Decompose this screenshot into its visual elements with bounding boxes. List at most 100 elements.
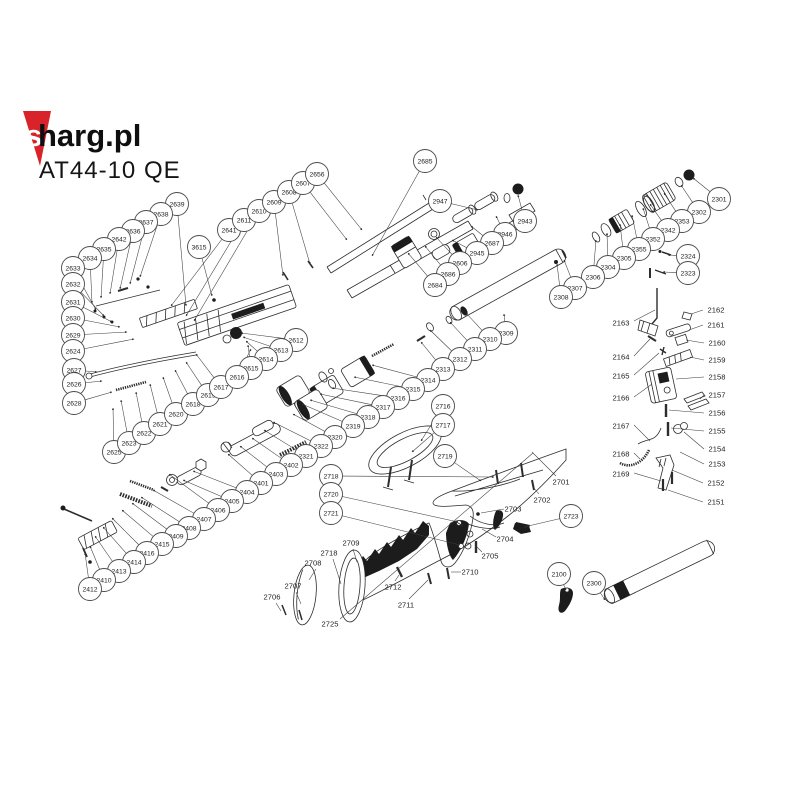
part-number-2656: 2656 bbox=[309, 171, 324, 178]
part-number-2629: 2629 bbox=[65, 332, 80, 339]
part-callout-circle-2319 bbox=[341, 414, 365, 438]
leader-line-2157 bbox=[699, 394, 705, 400]
leader-line-2312 bbox=[429, 329, 452, 352]
leader-line-2624 bbox=[84, 338, 135, 350]
part-number-2624: 2624 bbox=[65, 348, 80, 355]
part-number-2704: 2704 bbox=[497, 535, 514, 544]
leader-line-2684 bbox=[407, 252, 428, 277]
leader-line-2158 bbox=[675, 376, 705, 380]
leader-line-2100 bbox=[563, 584, 567, 591]
leader-line-2301 bbox=[692, 177, 711, 192]
part-callout-circle-2412 bbox=[78, 577, 102, 601]
part-number-2319: 2319 bbox=[345, 423, 360, 430]
leader-line-2719 bbox=[454, 462, 482, 482]
part-number-2314: 2314 bbox=[420, 377, 435, 384]
part-number-2622: 2622 bbox=[136, 430, 151, 437]
piston-cap-drawing bbox=[390, 235, 422, 269]
leader-line-2946 bbox=[495, 215, 501, 224]
part-number-2627: 2627 bbox=[66, 367, 81, 374]
part-callout-circle-2323 bbox=[676, 261, 700, 285]
part-number-2708: 2708 bbox=[305, 559, 322, 568]
part-number-2619: 2619 bbox=[200, 392, 215, 399]
leader-line-2156 bbox=[668, 409, 705, 414]
part-number-2717: 2717 bbox=[435, 422, 450, 429]
leader-line-2403 bbox=[239, 445, 268, 468]
logo-text: harg.pl bbox=[38, 118, 141, 153]
part-number-2723: 2723 bbox=[563, 513, 578, 520]
part-callout-circle-2721 bbox=[319, 501, 343, 525]
leader-line-2317 bbox=[319, 393, 372, 405]
part-number-2412: 2412 bbox=[82, 586, 97, 593]
part-number-2310: 2310 bbox=[482, 336, 497, 343]
leader-line-2703 bbox=[480, 508, 505, 514]
leader-line-2723 bbox=[523, 518, 560, 528]
leader-line-2167 bbox=[633, 424, 651, 442]
leader-line-2306 bbox=[593, 239, 597, 266]
leader-line-2943 bbox=[517, 194, 523, 210]
leader-line-2705 bbox=[476, 546, 483, 553]
part-number-2611: 2611 bbox=[237, 217, 252, 224]
part-number-2623: 2623 bbox=[121, 440, 136, 447]
leader-line-2606 bbox=[435, 236, 453, 255]
part-number-2307: 2307 bbox=[567, 285, 582, 292]
leader-line-2169 bbox=[633, 472, 662, 482]
part-number-2720: 2720 bbox=[323, 491, 338, 498]
part-callout-circle-2100 bbox=[547, 562, 571, 586]
part-number-2407: 2407 bbox=[196, 516, 211, 523]
part-number-2155: 2155 bbox=[709, 427, 726, 436]
part-number-2703: 2703 bbox=[505, 505, 522, 514]
leader-line-2401 bbox=[227, 453, 253, 476]
part-number-2305: 2305 bbox=[616, 255, 631, 262]
part-number-2607: 2607 bbox=[295, 180, 310, 187]
leader-line-2154 bbox=[683, 431, 705, 450]
part-number-2405: 2405 bbox=[224, 498, 239, 505]
part-number-2409: 2409 bbox=[168, 533, 183, 540]
leader-line-2718 bbox=[342, 475, 495, 479]
part-number-2414: 2414 bbox=[126, 559, 141, 566]
part-number-2630: 2630 bbox=[65, 315, 80, 322]
probe-tube-drawing bbox=[220, 419, 307, 457]
leader-line-2355 bbox=[631, 214, 637, 238]
leader-line-2612 bbox=[240, 332, 285, 339]
cocking-arm-drawing bbox=[85, 277, 216, 392]
part-number-2163: 2163 bbox=[613, 319, 630, 328]
part-number-2716: 2716 bbox=[435, 403, 450, 410]
leader-line-2622 bbox=[135, 391, 143, 422]
part-number-2166: 2166 bbox=[613, 394, 630, 403]
leader-line-2617 bbox=[195, 353, 215, 378]
leader-line-2623 bbox=[120, 399, 128, 432]
leader-line-2413 bbox=[94, 535, 113, 562]
part-number-2606: 2606 bbox=[452, 260, 467, 267]
part-number-2301: 2301 bbox=[711, 196, 726, 203]
leader-line-2630 bbox=[84, 319, 121, 328]
part-number-2167: 2167 bbox=[613, 422, 630, 431]
part-number-2404: 2404 bbox=[239, 489, 254, 496]
part-number-2635: 2635 bbox=[96, 246, 111, 253]
part-number-2718: 2718 bbox=[321, 549, 338, 558]
sharg-logo: s harg.pl AT44-10 QE bbox=[23, 111, 180, 184]
part-number-2718: 2718 bbox=[323, 473, 338, 480]
leader-line-2639 bbox=[177, 215, 187, 307]
part-number-2316: 2316 bbox=[390, 395, 405, 402]
part-number-2151: 2151 bbox=[708, 498, 725, 507]
leader-line-2709 bbox=[352, 548, 358, 563]
part-number-2626: 2626 bbox=[66, 381, 81, 388]
part-number-2620: 2620 bbox=[168, 411, 183, 418]
part-number-2702: 2702 bbox=[534, 496, 551, 505]
leader-line-2629 bbox=[84, 331, 128, 335]
part-number-2165: 2165 bbox=[613, 372, 630, 381]
part-number-2153: 2153 bbox=[709, 460, 726, 469]
leader-line-2720 bbox=[342, 496, 459, 523]
part-number-2308: 2308 bbox=[553, 294, 568, 301]
part-number-2403: 2403 bbox=[268, 471, 283, 478]
part-number-2152: 2152 bbox=[708, 479, 725, 488]
part-callout-circle-2616 bbox=[225, 365, 249, 389]
leader-line-2626 bbox=[85, 380, 103, 384]
part-number-2638: 2638 bbox=[153, 211, 168, 218]
part-number-2609: 2609 bbox=[266, 199, 281, 206]
part-number-2315: 2315 bbox=[405, 386, 420, 393]
leader-line-2405 bbox=[182, 479, 222, 497]
leader-line-2704 bbox=[481, 528, 497, 538]
part-number-2631: 2631 bbox=[65, 299, 80, 306]
part-callout-circle-2628 bbox=[62, 391, 86, 415]
